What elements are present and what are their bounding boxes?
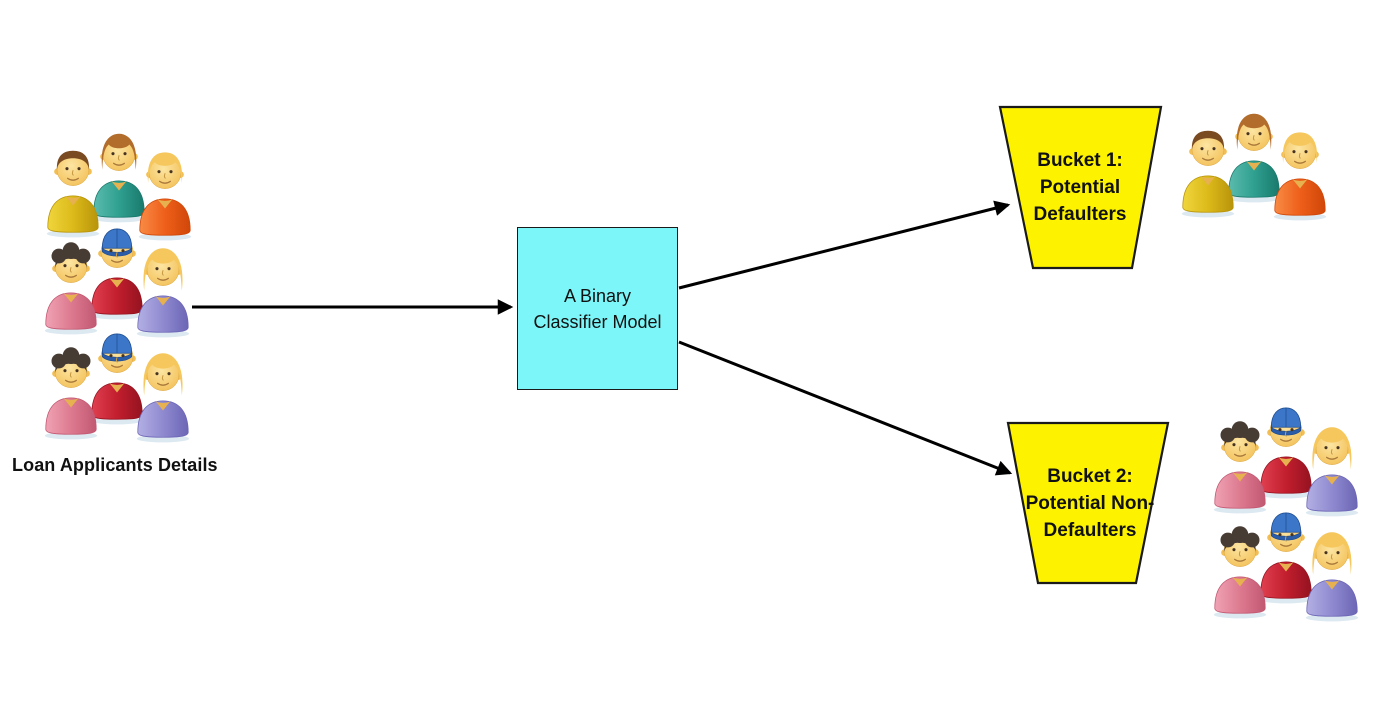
- person-icon-woman-purple: [128, 347, 198, 444]
- classifier-label-line-2: Classifier Model: [533, 311, 662, 332]
- person-icon-person-pink: [1205, 418, 1275, 515]
- classifier-node: A Binary Classifier Model: [517, 227, 678, 390]
- person-icon-man-red-cap: [82, 224, 152, 321]
- person-icon-person-pink: [1205, 523, 1275, 620]
- arrow-classifier-to-bucket-2: [678, 340, 1013, 476]
- arrow-classifier-to-bucket-1: [678, 200, 1011, 290]
- person-icon-woman-purple: [128, 242, 198, 339]
- bucket-2-line-3: Defaulters: [1043, 519, 1137, 541]
- bucket-1-line-2: Potential: [1039, 176, 1121, 198]
- person-icon-man-red-cap: [82, 329, 152, 426]
- applicants-label: Loan Applicants Details: [12, 455, 218, 475]
- bucket-2-trapezoid: [1006, 421, 1170, 585]
- person-icon-man-yellow: [1173, 122, 1243, 219]
- bucket-1-node: Bucket 1: Potential Defaulters: [990, 103, 1170, 271]
- bucket-2-line-1: Bucket 2:: [1047, 465, 1133, 487]
- person-icon-woman-teal: [1219, 107, 1289, 204]
- bucket-1-line-3: Defaulters: [1033, 203, 1127, 225]
- people-group-applicants-2: [36, 224, 198, 342]
- person-icon-person-pink: [36, 239, 106, 336]
- person-icon-person-pink: [36, 344, 106, 441]
- people-group-bucket-1: [1173, 107, 1335, 225]
- bucket-1-trapezoid: [998, 105, 1163, 270]
- person-icon-woman-purple: [1297, 421, 1367, 518]
- bucket-2-line-2: Potential Non-: [1025, 492, 1155, 514]
- person-icon-woman-teal: [84, 127, 154, 224]
- bucket-1-label: Bucket 1: Potential Defaulters: [990, 103, 1170, 271]
- person-icon-woman-purple: [1297, 526, 1367, 623]
- classifier-label-line-1: A Binary: [563, 285, 632, 306]
- people-group-applicants-1: [38, 127, 200, 245]
- bucket-2-node: Bucket 2: Potential Non- Defaulters: [1000, 419, 1180, 587]
- people-group-bucket-2-a: [1205, 403, 1367, 521]
- bucket-2-label: Bucket 2: Potential Non- Defaulters: [1000, 419, 1180, 587]
- person-icon-man-red-cap: [1251, 508, 1321, 605]
- person-icon-person-orange: [130, 145, 200, 242]
- bucket-1-line-1: Bucket 1:: [1037, 149, 1123, 171]
- people-group-bucket-2-b: [1205, 508, 1367, 626]
- person-icon-person-orange: [1265, 125, 1335, 222]
- people-group-applicants-3: [36, 329, 198, 447]
- person-icon-man-red-cap: [1251, 403, 1321, 500]
- person-icon-man-yellow: [38, 142, 108, 239]
